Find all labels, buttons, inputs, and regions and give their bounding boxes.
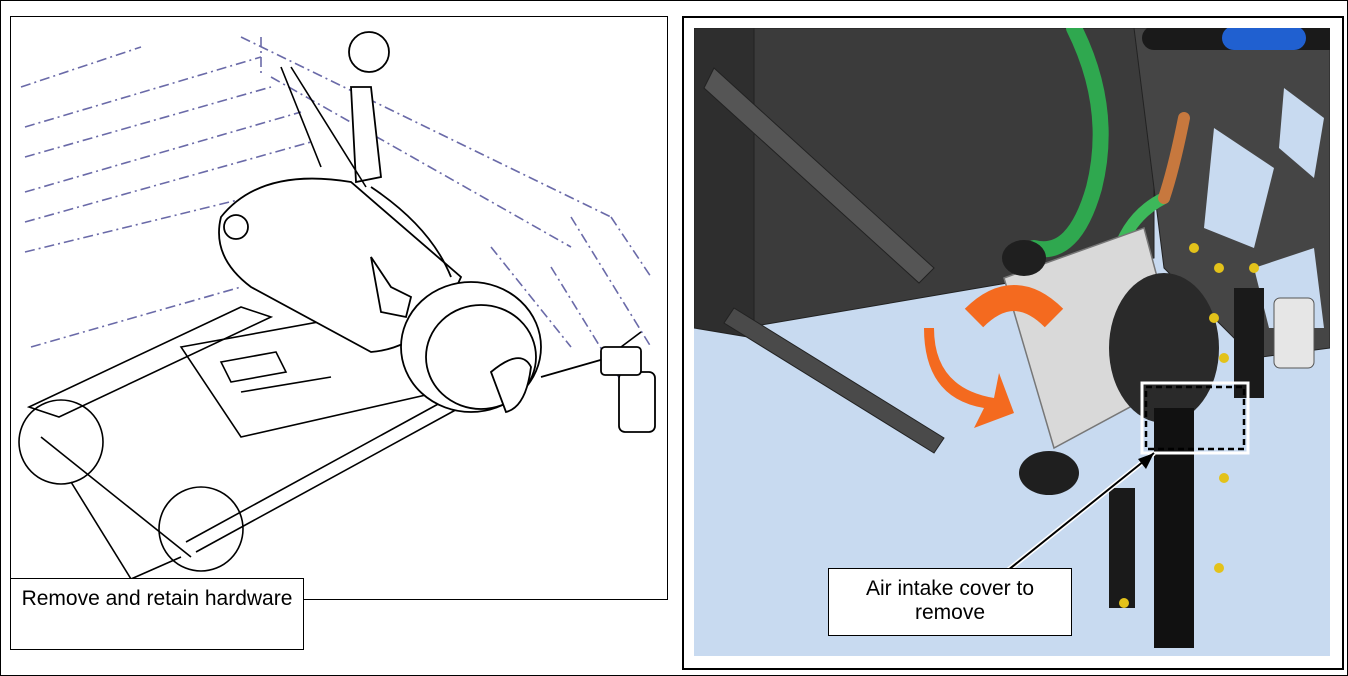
heater-3d-render [694,28,1330,656]
callout-remove-hardware: Remove and retain hardware [10,578,304,650]
rotation-arrow-head [924,328,1014,428]
heater-body [218,31,656,433]
copper-hose [1158,112,1190,204]
hardware-circle-left [18,399,104,485]
callout-leaders [70,481,182,580]
green-hose [1026,28,1109,258]
cover-highlight-outer [1140,381,1250,455]
leader-arrows [280,66,642,348]
left-figure [10,16,668,600]
rotation-arrow [964,285,1064,328]
callout-air-intake-cover: Air intake cover to remove [828,568,1072,636]
hardware-circle-bottom [158,486,244,572]
render-view [694,28,1330,656]
hardware-circles [18,399,244,572]
heater-line-drawing [18,31,656,580]
bolts [1119,243,1259,608]
right-figure: Air intake cover to remove [682,16,1344,670]
leader-arrow [991,452,1155,584]
